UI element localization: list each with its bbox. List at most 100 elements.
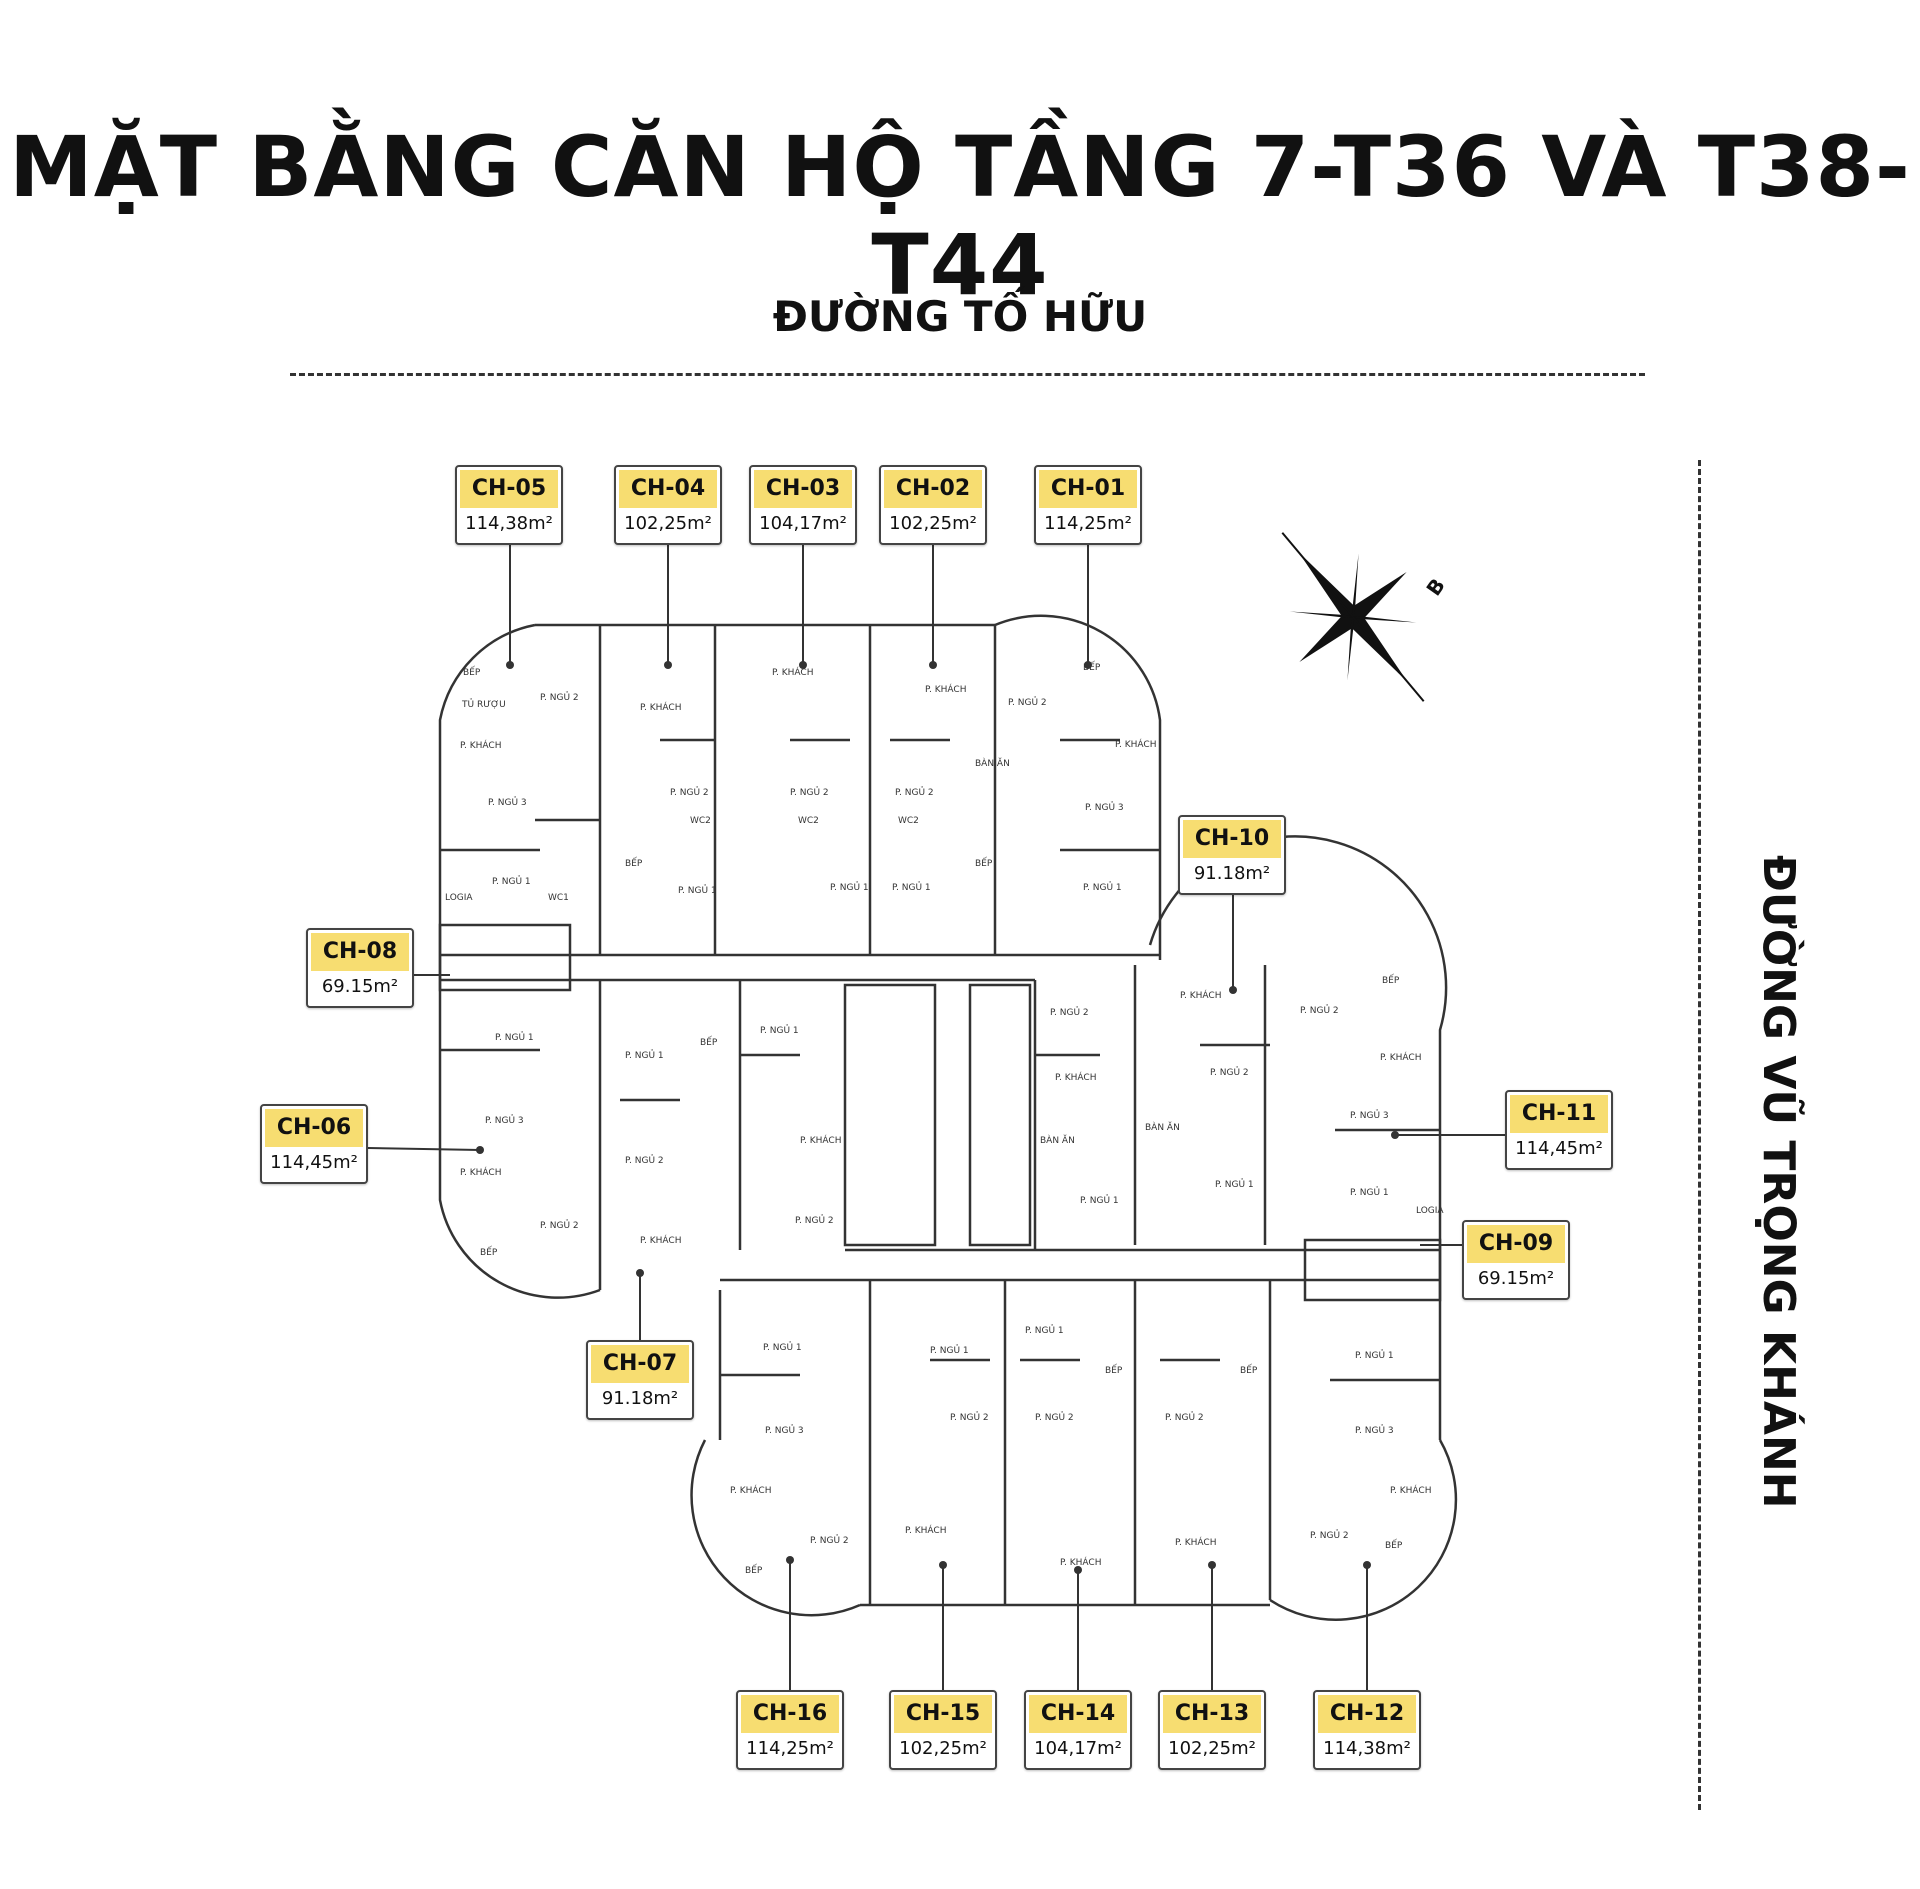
unit-area: 114,38m² xyxy=(1323,1738,1411,1759)
unit-tag-ch-09[interactable]: CH-09 69.15m² xyxy=(1462,1220,1570,1300)
room-label: P. KHÁCH xyxy=(640,1234,681,1246)
unit-code: CH-02 xyxy=(884,470,982,508)
unit-tag-ch-08[interactable]: CH-08 69.15m² xyxy=(306,928,414,1008)
room-label: P. KHÁCH xyxy=(905,1524,946,1536)
room-label: P. NGỦ 1 xyxy=(830,881,869,893)
street-boundary-right xyxy=(1698,460,1701,1810)
unit-tag-ch-11[interactable]: CH-11 114,45m² xyxy=(1505,1090,1613,1170)
room-label: WC2 xyxy=(898,816,919,826)
room-label: P. NGỦ 1 xyxy=(492,875,531,887)
room-label: P. NGỦ 1 xyxy=(763,1341,802,1353)
unit-tag-ch-02[interactable]: CH-02 102,25m² xyxy=(879,465,987,545)
unit-code: CH-08 xyxy=(311,933,409,971)
room-label: BẾP xyxy=(700,1036,718,1048)
room-label: P. KHÁCH xyxy=(1180,989,1221,1001)
room-label: WC2 xyxy=(690,816,711,826)
room-label: P. NGỦ 2 xyxy=(540,1219,579,1231)
page-title: MẶT BẰNG CĂN HỘ TẦNG 7-T36 VÀ T38-T44 xyxy=(9,118,1911,314)
room-label: BÀN ĂN xyxy=(1040,1134,1075,1146)
room-label: P. NGỦ 2 xyxy=(950,1411,989,1423)
street-label-top: ĐƯỜNG TỐ HỮU xyxy=(772,292,1148,341)
unit-area: 114,25m² xyxy=(746,1738,834,1759)
unit-area: 69.15m² xyxy=(1477,1268,1555,1289)
unit-area: 102,25m² xyxy=(889,513,977,534)
room-label: BẾP xyxy=(745,1564,763,1576)
room-label: P. KHÁCH xyxy=(640,701,681,713)
room-label: P. NGỦ 2 xyxy=(1035,1411,1074,1423)
unit-tag-ch-10[interactable]: CH-10 91.18m² xyxy=(1178,815,1286,895)
room-label: P. KHÁCH xyxy=(1115,738,1156,750)
bay-nw xyxy=(438,623,536,800)
room-label: P. KHÁCH xyxy=(772,666,813,678)
unit-tag-ch-13[interactable]: CH-13 102,25m² xyxy=(1158,1690,1266,1770)
bay-sw xyxy=(690,1439,861,1617)
unit-tag-ch-16[interactable]: CH-16 114,25m² xyxy=(736,1690,844,1770)
room-label: BÀN ĂN xyxy=(1145,1121,1180,1133)
room-label: P. NGỦ 2 xyxy=(795,1214,834,1226)
room-label: P. NGỦ 1 xyxy=(930,1344,969,1356)
unit-tag-ch-06[interactable]: CH-06 114,45m² xyxy=(260,1104,368,1184)
unit-code: CH-10 xyxy=(1183,820,1281,858)
room-label: BẾP xyxy=(625,857,643,869)
stair-west xyxy=(438,923,572,992)
unit-area: 114,45m² xyxy=(1515,1138,1603,1159)
leader-dots xyxy=(476,661,1399,1574)
unit-tag-ch-07[interactable]: CH-07 91.18m² xyxy=(586,1340,694,1420)
unit-tag-ch-14[interactable]: CH-14 104,17m² xyxy=(1024,1690,1132,1770)
leader-lines xyxy=(367,545,1505,1690)
building-outline xyxy=(438,614,1458,1621)
room-label: P. NGỦ 2 xyxy=(1050,1006,1089,1018)
room-label: BẾP xyxy=(1105,1364,1123,1376)
room-label: P. NGỦ 1 xyxy=(760,1024,799,1036)
room-label: P. NGỦ 3 xyxy=(1085,801,1124,813)
room-label: P. KHÁCH xyxy=(1055,1071,1096,1083)
room-label: P. NGỦ 2 xyxy=(1310,1529,1349,1541)
room-label: BÀN ĂN xyxy=(975,757,1010,769)
room-label: P. NGỦ 1 xyxy=(1215,1178,1254,1190)
unit-code: CH-05 xyxy=(460,470,558,508)
street-label-right: ĐƯỜNG VŨ TRỌNG KHÁNH xyxy=(1753,855,1804,1509)
room-label: BẾP xyxy=(480,1246,498,1258)
room-label: P. NGỦ 1 xyxy=(1350,1186,1389,1198)
unit-area: 69.15m² xyxy=(321,976,399,997)
unit-code: CH-16 xyxy=(741,1695,839,1733)
room-label: P. KHÁCH xyxy=(1390,1484,1431,1496)
unit-area: 114,45m² xyxy=(270,1152,358,1173)
room-label: P. KHÁCH xyxy=(1060,1556,1101,1568)
room-label: WC2 xyxy=(798,816,819,826)
room-label: P. NGỦ 2 xyxy=(810,1534,849,1546)
unit-code: CH-15 xyxy=(894,1695,992,1733)
room-label: P. NGỦ 3 xyxy=(1350,1109,1389,1121)
room-label: P. NGỦ 3 xyxy=(485,1114,524,1126)
room-label: BẾP xyxy=(1240,1364,1258,1376)
elevator-core-left xyxy=(843,983,937,1247)
unit-tag-ch-03[interactable]: CH-03 104,17m² xyxy=(749,465,857,545)
unit-area: 114,25m² xyxy=(1044,513,1132,534)
room-label: P. NGỦ 2 xyxy=(670,786,709,798)
unit-area: 91.18m² xyxy=(601,1388,679,1409)
unit-area: 104,17m² xyxy=(1034,1738,1122,1759)
room-label: P. NGỦ 1 xyxy=(1025,1324,1064,1336)
unit-tag-ch-01[interactable]: CH-01 114,25m² xyxy=(1034,465,1142,545)
room-label: P. NGỦ 2 xyxy=(625,1154,664,1166)
elevator-core-right xyxy=(968,983,1032,1247)
unit-code: CH-01 xyxy=(1039,470,1137,508)
room-label: WC1 xyxy=(548,893,569,903)
unit-code: CH-11 xyxy=(1510,1095,1608,1133)
room-label: P. NGỦ 1 xyxy=(1083,881,1122,893)
room-label: P. NGỦ 1 xyxy=(1355,1349,1394,1361)
room-label: BẾP xyxy=(463,666,481,678)
unit-area: 114,38m² xyxy=(465,513,553,534)
room-label: P. NGỦ 2 xyxy=(540,691,579,703)
unit-tag-ch-04[interactable]: CH-04 102,25m² xyxy=(614,465,722,545)
unit-tag-ch-05[interactable]: CH-05 114,38m² xyxy=(455,465,563,545)
room-label: P. NGỦ 2 xyxy=(1008,696,1047,708)
room-label: P. NGỦ 2 xyxy=(895,786,934,798)
room-label: P. NGỦ 1 xyxy=(892,881,931,893)
unit-tag-ch-12[interactable]: CH-12 114,38m² xyxy=(1313,1690,1421,1770)
unit-tag-ch-15[interactable]: CH-15 102,25m² xyxy=(889,1690,997,1770)
unit-area: 102,25m² xyxy=(899,1738,987,1759)
room-label: P. NGỦ 2 xyxy=(1210,1066,1249,1078)
room-label: P. KHÁCH xyxy=(460,739,501,751)
room-label: BẾP xyxy=(1083,661,1101,673)
